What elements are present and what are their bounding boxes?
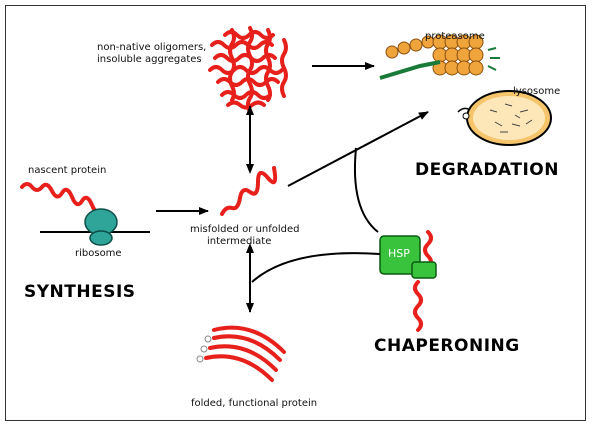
label-lysosome: lysosome — [513, 86, 561, 97]
proteasome-icon — [379, 34, 500, 80]
pathway-arrows — [156, 62, 429, 313]
section-degradation: DEGRADATION — [415, 160, 559, 180]
label-proteasome: proteasome — [425, 31, 485, 42]
label-intermediate-line1: misfolded or unfolded — [190, 224, 300, 235]
label-folded-protein: folded, functional protein — [191, 398, 318, 409]
diagram-border — [5, 5, 586, 421]
label-oligomers-line2: insoluble aggregates — [97, 54, 202, 65]
lysosome-icon — [457, 90, 552, 146]
misfolded-intermediate-chain — [220, 166, 278, 216]
arc-chaperone-to-degradation — [353, 147, 379, 233]
arc-chaperone-to-folded — [251, 252, 381, 283]
folded-protein-icon — [204, 325, 286, 382]
section-synthesis: SYNTHESIS — [24, 282, 136, 302]
label-oligomers-line1: non-native oligomers, — [97, 42, 207, 53]
aggregate-cluster — [208, 26, 288, 114]
folded-protein-ends — [196, 335, 212, 363]
nascent-protein-chain — [20, 182, 104, 215]
label-intermediate-line2: intermediate — [207, 236, 272, 247]
hsp-chaperone-icon — [379, 230, 437, 332]
label-hsp: HSP — [388, 247, 410, 260]
arrow-intermediate-to-degradation — [287, 111, 429, 187]
section-chaperoning: CHAPERONING — [374, 336, 520, 356]
ribosome-icon — [40, 208, 150, 246]
label-nascent-protein: nascent protein — [28, 165, 107, 176]
label-ribosome: ribosome — [75, 248, 122, 259]
